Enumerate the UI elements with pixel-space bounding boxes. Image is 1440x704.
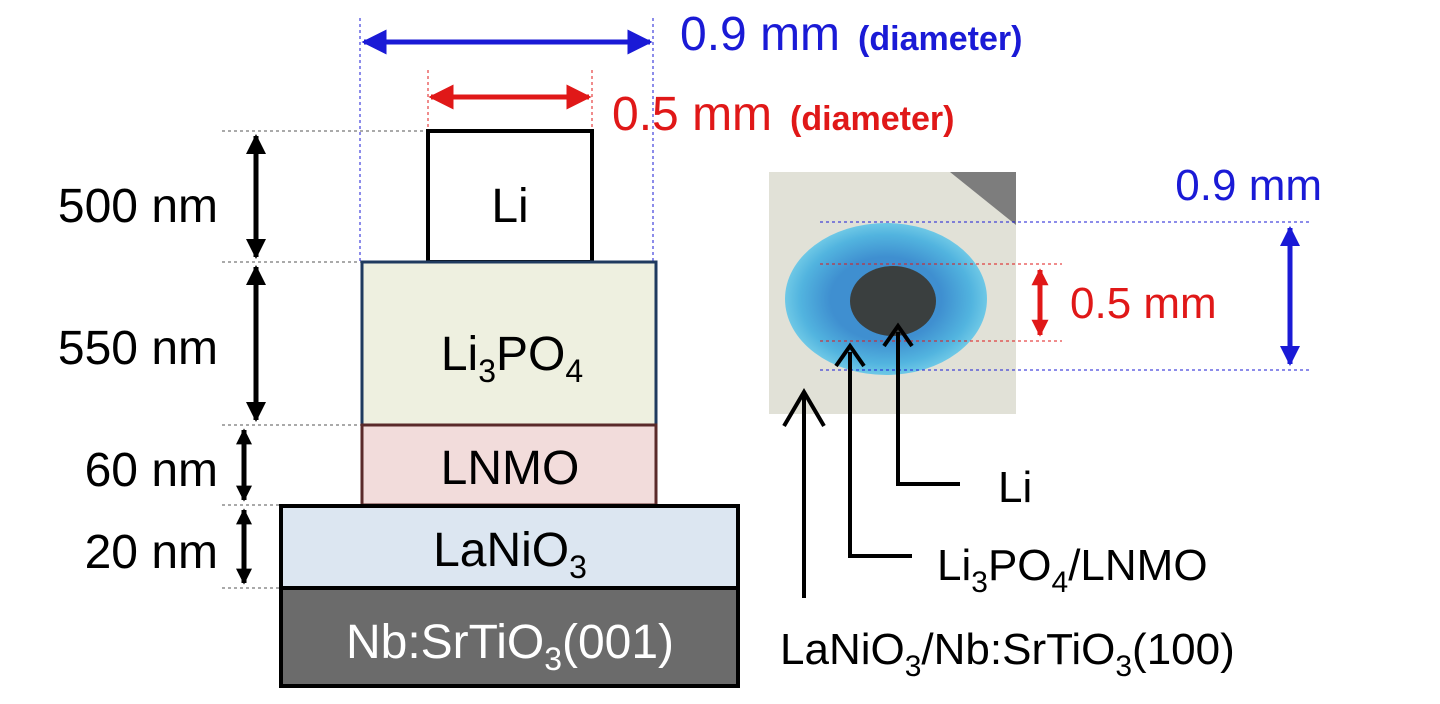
diameter-guides (359, 18, 654, 262)
thickness-label-lnmo: 60 nm (85, 444, 218, 497)
thickness-arrows (235, 134, 266, 585)
callout-arrows (782, 322, 960, 598)
thickness-guides (222, 130, 428, 589)
layer-li3po4 (360, 260, 658, 427)
photo-outer-label: 0.9 mm (1175, 161, 1322, 210)
thickness-label-li3po4: 550 nm (58, 322, 218, 375)
callout-li3po4-lnmo: Li3PO4/LNMO (937, 541, 1208, 599)
callout-substrate: LaNiO3/Nb:SrTiO3(100) (780, 625, 1235, 683)
layer-lanio3 (279, 504, 740, 590)
cell-photo (769, 172, 1016, 414)
layer-substrate-label: Nb:SrTiO3(001) (346, 616, 674, 677)
layer-lanio3-label: LaNiO3 (433, 524, 587, 585)
inner-diameter-label: 0.5 mm(diameter) (612, 88, 954, 141)
thickness-label-li: 500 nm (58, 180, 218, 233)
photo-center-li (850, 266, 936, 336)
photo-corner-shadow (950, 172, 1016, 225)
layer-lnmo-label: LNMO (441, 442, 580, 495)
layer-substrate (279, 586, 740, 688)
layer-li3po4-label: Li3PO4 (441, 328, 583, 389)
thickness-label-lanio3: 20 nm (85, 526, 218, 579)
outer-diameter-label: 0.9 mm(diameter) (680, 8, 1022, 61)
photo-inner-label: 0.5 mm (1070, 279, 1217, 328)
photo-guides (820, 221, 1310, 371)
layer-lnmo (360, 423, 658, 507)
layer-li-label: Li (491, 180, 528, 233)
callout-li: Li (998, 463, 1032, 512)
